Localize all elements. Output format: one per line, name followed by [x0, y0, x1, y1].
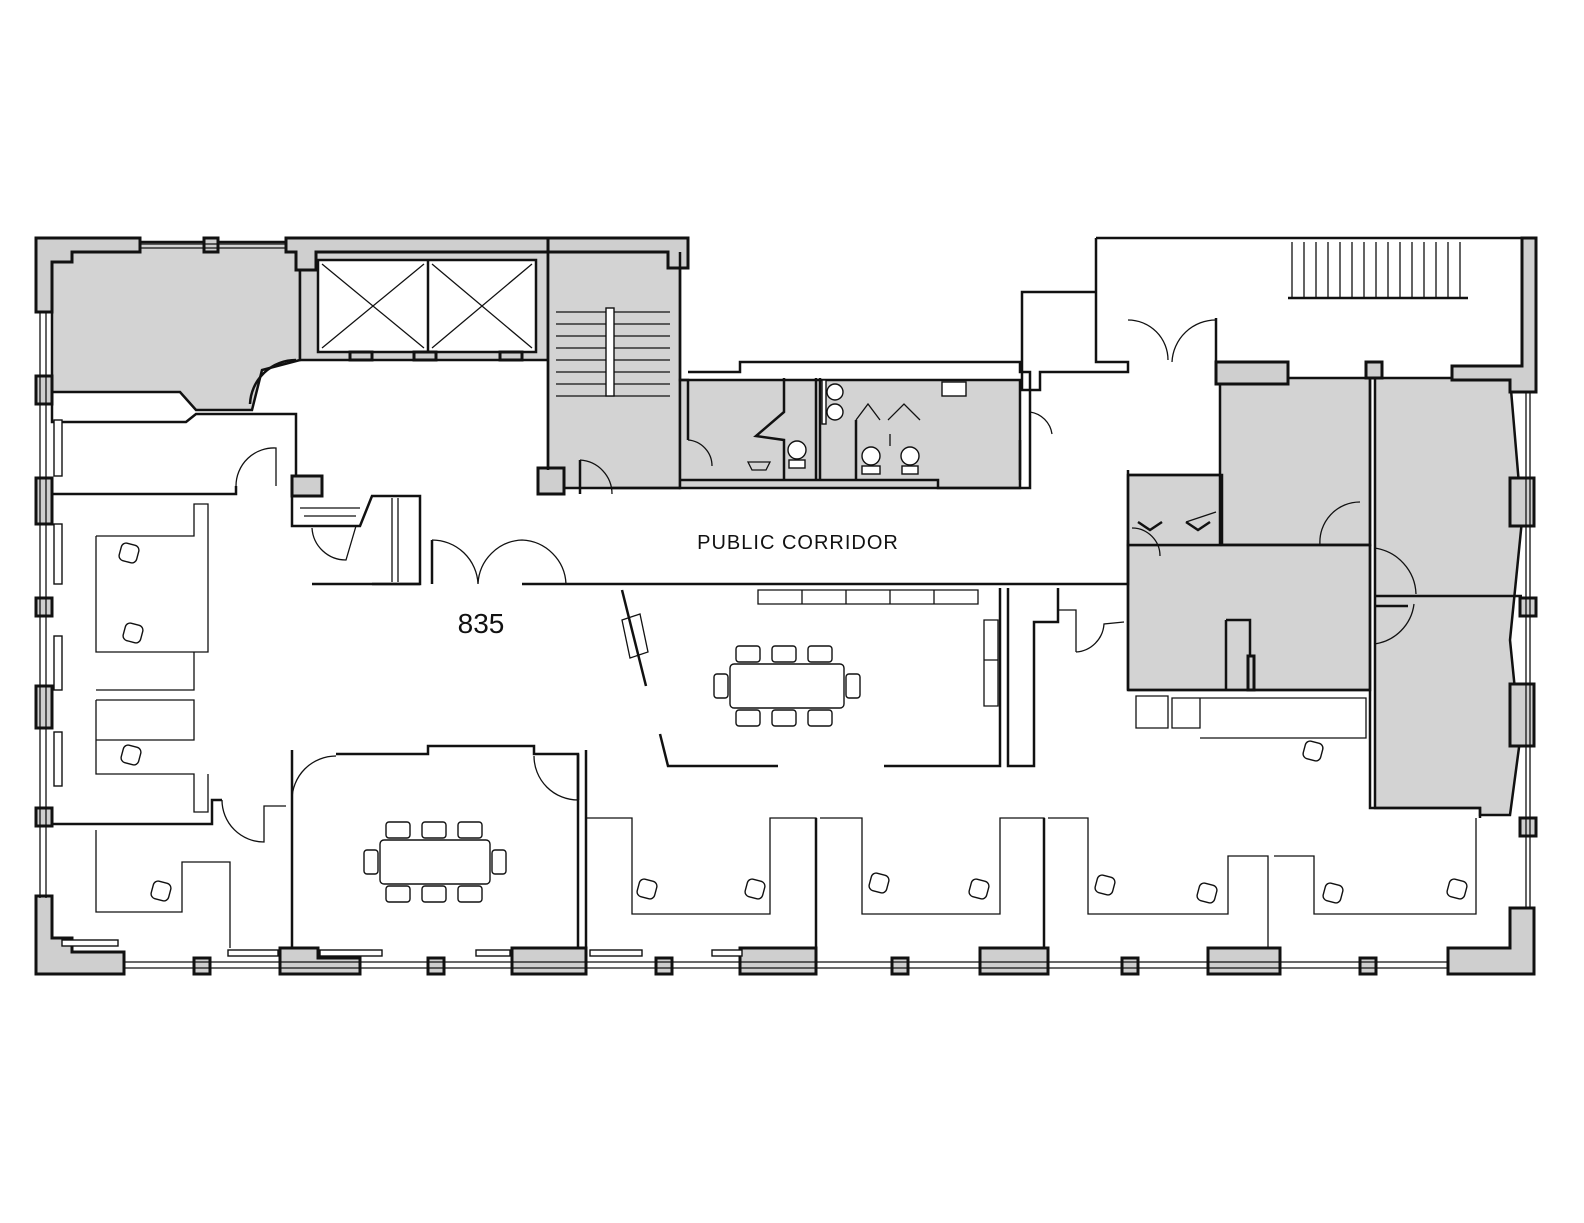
stair-top-right: [1288, 242, 1468, 300]
suite-number: 835: [458, 608, 505, 639]
radiators: [53, 419, 743, 957]
interior-walls: [50, 358, 1522, 948]
east-office-shade: [1218, 376, 1372, 547]
stairs-core: [536, 252, 690, 496]
east-vestibule-shade: [1126, 473, 1222, 547]
east-office-shade-2: [1373, 366, 1524, 817]
elevators: [316, 258, 538, 362]
northwest-office-shade: [50, 240, 302, 412]
conference-table-center: [713, 645, 861, 727]
conference-table-left: [363, 821, 507, 903]
corridor-label: PUBLIC CORRIDOR: [697, 532, 899, 554]
shaded-areas: [50, 240, 1524, 817]
task-chairs: [118, 542, 1468, 904]
doors-upper-right: [1127, 319, 1217, 363]
restrooms: [680, 360, 1053, 490]
exterior-walls: [34, 236, 1538, 976]
restroom-block: [678, 378, 1022, 490]
